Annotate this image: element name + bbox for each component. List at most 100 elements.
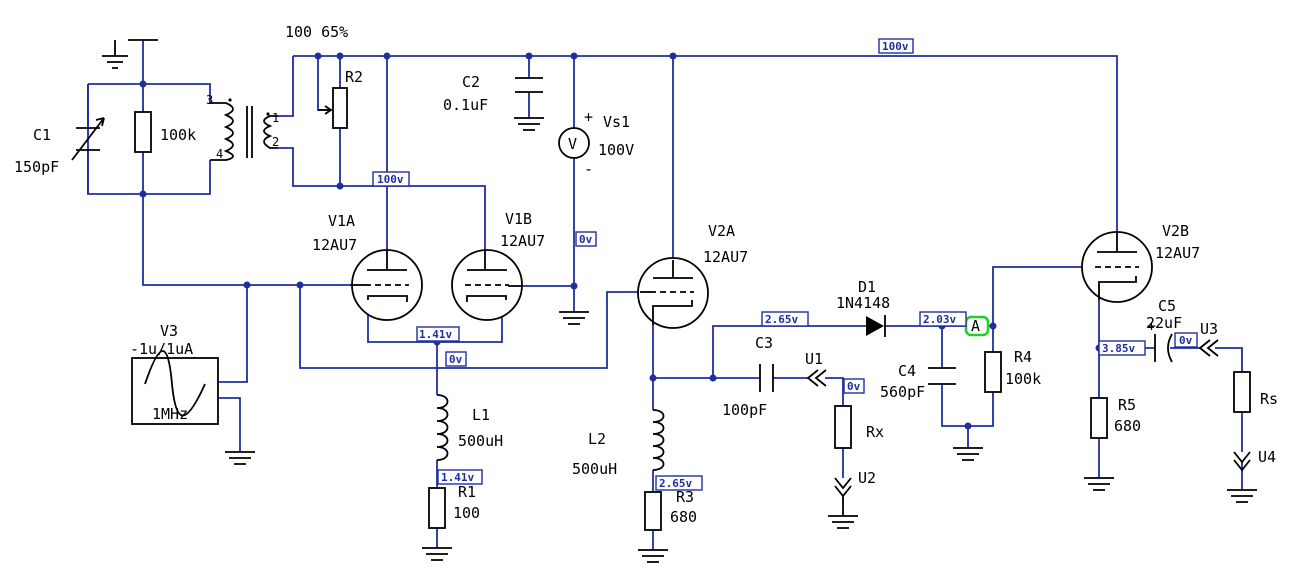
probe-c5-out[interactable]: 0v xyxy=(1174,332,1198,348)
r3-value: 680 xyxy=(670,508,697,526)
resistor-r3: R3 680 xyxy=(644,488,697,531)
svg-text:2.03v: 2.03v xyxy=(923,313,956,326)
d1-name: D1 xyxy=(858,278,876,296)
junctions xyxy=(139,52,1103,430)
ground-icon xyxy=(953,447,983,461)
c2-value: 0.1uF xyxy=(443,96,488,114)
v3-value: -1u/1uA xyxy=(130,340,193,358)
connector-u1: U1 xyxy=(805,350,827,387)
probe-r1-top[interactable]: 1.41v xyxy=(437,469,483,485)
pin-2: 2 xyxy=(272,135,279,149)
svg-text:0v: 0v xyxy=(847,380,861,393)
probe-r3-top[interactable]: 2.65v xyxy=(655,475,703,491)
v2a-type: 12AU7 xyxy=(703,248,748,266)
ground-icon xyxy=(1227,489,1257,503)
v1a-name: V1A xyxy=(328,212,355,230)
v1b-name: V1B xyxy=(505,210,532,228)
transformer-t1: 3 4 1 2 xyxy=(206,93,279,161)
l2-name: L2 xyxy=(588,430,606,448)
v3-freq: 1MHz xyxy=(152,405,188,423)
v1a-type: 12AU7 xyxy=(312,236,357,254)
ground-icon xyxy=(514,117,544,131)
ground-icon xyxy=(102,39,158,69)
c5-name: C5 xyxy=(1158,297,1176,315)
inductor-l2: L2 500uH xyxy=(572,409,665,478)
resistor-r1: R1 100 xyxy=(428,483,480,529)
resistor-100k: 100k xyxy=(134,111,196,153)
tube-v1a: V1A 12AU7 xyxy=(312,212,423,321)
r5-name: R5 xyxy=(1118,396,1136,414)
capacitor-c4: C4 560pF xyxy=(880,362,956,401)
tube-v2a: V2A 12AU7 xyxy=(637,222,748,329)
voltage-source-vs1: V + - Vs1 100V xyxy=(558,108,634,178)
tube-v1b: V1B 12AU7 xyxy=(451,210,545,321)
probe-c3-out[interactable]: 0v xyxy=(843,378,865,394)
ground-symbols xyxy=(102,39,1257,563)
c1-value: 150pF xyxy=(14,158,59,176)
probe-v1-plate[interactable]: 100v xyxy=(372,171,410,187)
c2-name: C2 xyxy=(462,73,480,91)
node-a-marker[interactable]: A xyxy=(964,315,990,337)
rs-name: Rs xyxy=(1260,390,1278,408)
l1-value: 500uH xyxy=(458,432,503,450)
svg-text:2.65v: 2.65v xyxy=(765,313,798,326)
connector-u2: U2 xyxy=(834,469,876,516)
ground-icon xyxy=(559,311,589,325)
capacitor-c2: C2 0.1uF xyxy=(443,73,543,114)
r3-name: R3 xyxy=(676,488,694,506)
node-a-label: A xyxy=(971,317,980,335)
r2-name: R2 xyxy=(345,68,363,86)
capacitor-c1: C1 150pF xyxy=(14,117,105,176)
vs1-name: Vs1 xyxy=(603,113,630,131)
svg-text:1.41v: 1.41v xyxy=(441,471,474,484)
pin-4: 4 xyxy=(216,147,223,161)
probe-v1-grid2[interactable]: 0v xyxy=(445,351,467,367)
vs1-plus: + xyxy=(584,108,593,126)
u2-name: U2 xyxy=(858,469,876,487)
svg-text:3.85v: 3.85v xyxy=(1102,342,1135,355)
resistor-rs: Rs xyxy=(1233,371,1278,413)
r1-value: 100 xyxy=(453,504,480,522)
ground-icon xyxy=(828,515,858,529)
u1-name: U1 xyxy=(805,350,823,368)
diode-d1: D1 1N4148 xyxy=(836,278,890,337)
capacitor-c5: + C5 22uF xyxy=(1146,297,1182,363)
svg-text:100v: 100v xyxy=(377,173,404,186)
r1-name: R1 xyxy=(458,483,476,501)
svg-text:2.65v: 2.65v xyxy=(659,477,692,490)
r5-value: 680 xyxy=(1114,417,1141,435)
r2-top-values: 100 65% xyxy=(285,23,348,41)
ground-icon xyxy=(225,451,255,465)
tube-v2b: V2B 12AU7 xyxy=(1081,222,1200,303)
probe-vs1-neg[interactable]: 0v xyxy=(575,231,597,247)
svg-text:0v: 0v xyxy=(1179,334,1193,347)
capacitor-c3: C3 100pF xyxy=(722,334,774,419)
c5-plus: + xyxy=(1147,317,1156,335)
svg-text:0v: 0v xyxy=(449,353,463,366)
l1-name: L1 xyxy=(472,406,490,424)
connector-u3: U3 xyxy=(1198,320,1219,357)
r4-value: 100k xyxy=(1005,370,1041,388)
ground-icon xyxy=(638,549,668,563)
resistor-r4: R4 100k xyxy=(984,348,1041,393)
vs1-minus: - xyxy=(584,160,593,178)
ground-icon xyxy=(422,547,452,561)
pin-1: 1 xyxy=(272,111,279,125)
resistor-r5: R5 680 xyxy=(1090,396,1141,439)
probe-top-rail[interactable]: 100v xyxy=(878,38,914,54)
probe-v2a-cathode[interactable]: 2.65v xyxy=(761,311,809,327)
probe-v1-cathode[interactable]: 1.41v xyxy=(416,326,460,342)
l2-value: 500uH xyxy=(572,460,617,478)
inductor-l1: L1 500uH xyxy=(436,394,503,461)
pin-3: 3 xyxy=(206,93,213,107)
c3-name: C3 xyxy=(755,334,773,352)
v2a-name: V2A xyxy=(708,222,735,240)
u4-name: U4 xyxy=(1258,448,1276,466)
probe-v2b-cathode[interactable]: 3.85v xyxy=(1098,340,1146,356)
svg-text:0v: 0v xyxy=(579,233,593,246)
svg-text:100v: 100v xyxy=(882,40,909,53)
probe-d1-out[interactable]: 2.03v xyxy=(919,311,967,327)
resistor-rx: Rx xyxy=(834,405,884,449)
v2b-type: 12AU7 xyxy=(1155,244,1200,262)
